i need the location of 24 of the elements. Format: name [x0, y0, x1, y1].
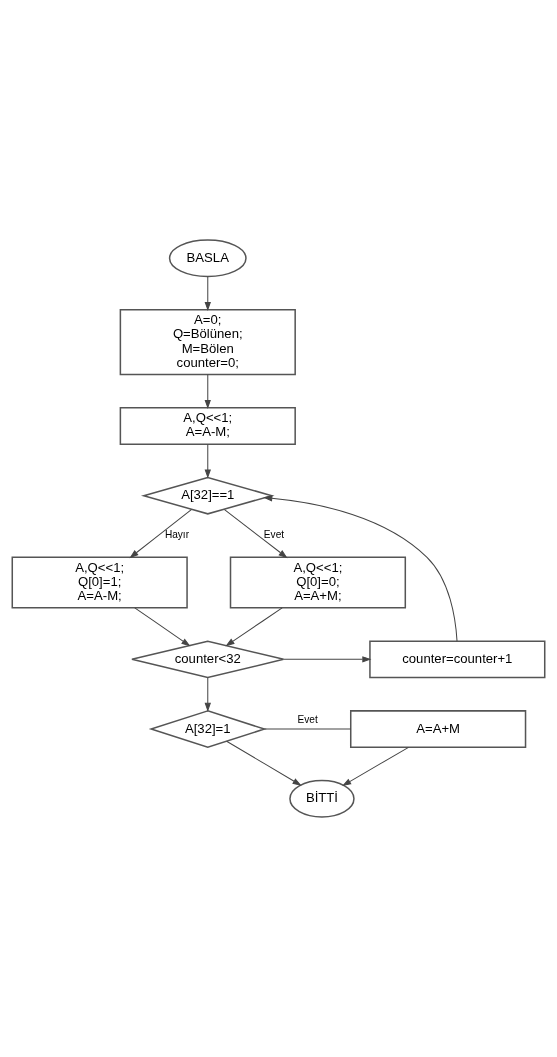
edge-label: Hayır: [164, 529, 190, 541]
arrow: [263, 495, 458, 642]
node-ellipse: BASLA: [168, 239, 247, 278]
node-diamond: A[32]=1: [148, 710, 267, 749]
arrow: [204, 677, 211, 712]
arrow: [225, 607, 283, 647]
arrow: [342, 746, 409, 786]
edge-label: Evet: [297, 713, 318, 725]
node-box: A,Q<<1; Q[0]=1; A=A-M;: [11, 556, 188, 609]
arrow: [129, 509, 192, 559]
edge-label: Evet: [263, 529, 285, 541]
arrow: [204, 276, 211, 312]
node-box: A=A+M: [350, 710, 527, 748]
node-box: A,Q<<1; Q[0]=0; A=A+M;: [229, 556, 407, 609]
arrow: [224, 509, 288, 559]
arrow: [204, 374, 211, 409]
arrow: [283, 656, 372, 663]
connector: [263, 728, 352, 730]
node-box: A,Q<<1; A=A-M;: [119, 407, 296, 445]
arrow: [134, 607, 191, 647]
arrow: [204, 443, 211, 479]
node-box: A=0; Q=Bölünen; M=Bölen counter=0;: [119, 309, 296, 376]
arrow: [226, 740, 302, 786]
node-box: counter=counter+1: [369, 640, 546, 679]
